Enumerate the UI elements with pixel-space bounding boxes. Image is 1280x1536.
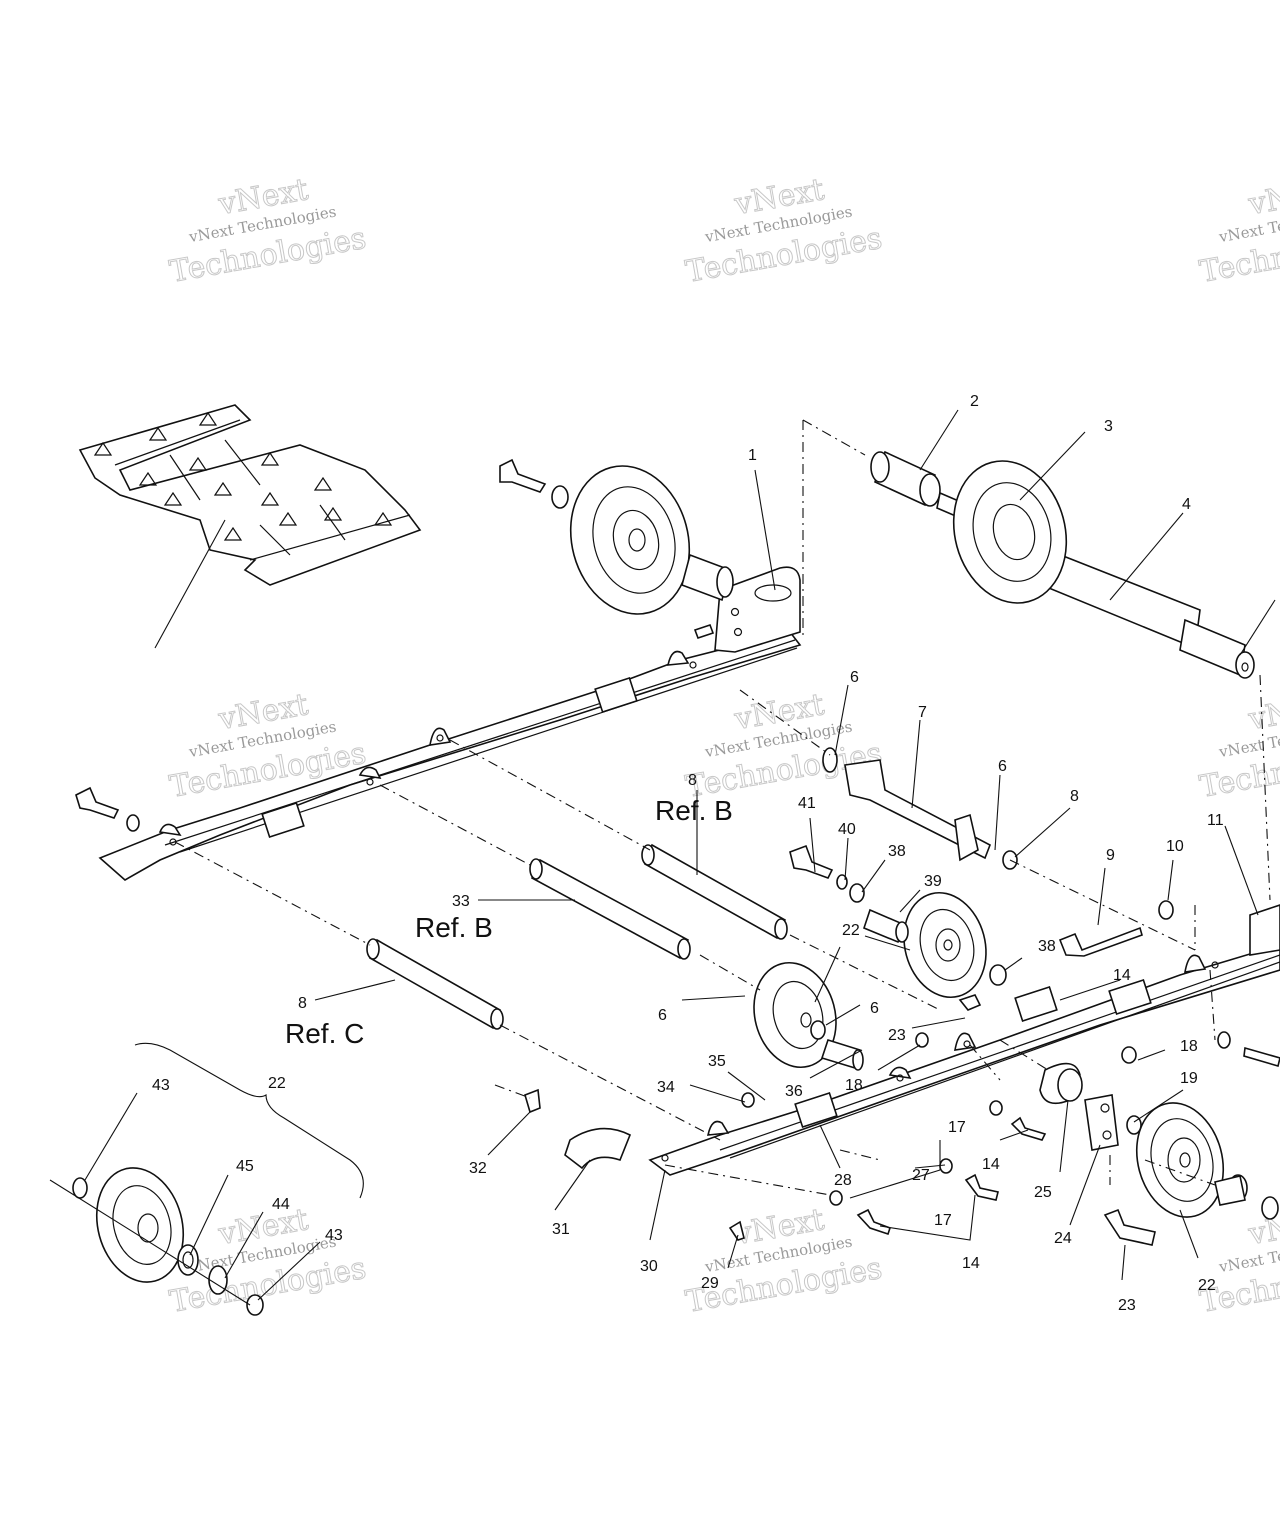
callout-label: 44 xyxy=(272,1196,290,1213)
right-rail xyxy=(648,904,1280,1176)
callout-label: 23 xyxy=(1118,1297,1136,1314)
callout-label: 36 xyxy=(785,1083,803,1100)
idler-wheel-22-right xyxy=(1135,1102,1225,1218)
callout-label: 6 xyxy=(998,758,1007,775)
callout-label: 17 xyxy=(934,1212,952,1229)
watermark-bottom-center: vNext vNext Technologies Technologies xyxy=(683,1202,886,1321)
callout-label: 27 xyxy=(912,1167,930,1184)
callout-label: 43 xyxy=(152,1077,170,1094)
callout-label: 28 xyxy=(834,1172,852,1189)
callout-label: 34 xyxy=(657,1079,675,1096)
callouts: 1 2 3 4 6 7 8 6 8 41 40 38 39 9 10 11 22… xyxy=(152,393,1224,1314)
callout-label: 6 xyxy=(658,1007,667,1024)
ref-label: Ref. B xyxy=(655,795,733,826)
callout-label: 17 xyxy=(948,1119,966,1136)
callout-label: 38 xyxy=(1038,938,1056,955)
watermark-line2: vNext xyxy=(1245,172,1280,222)
left-rail xyxy=(98,566,802,881)
callout-label: 41 xyxy=(798,795,816,812)
callout-label: 30 xyxy=(640,1258,658,1275)
callout-label: 8 xyxy=(688,772,697,789)
callout-label: 6 xyxy=(850,669,859,686)
rear-wheel-3 xyxy=(952,460,1068,604)
watermark-top-left: vNext vNext Technologies Technologies xyxy=(167,172,370,291)
callout-label: 4 xyxy=(1182,496,1191,513)
callout-label: 18 xyxy=(1180,1038,1198,1055)
ref-label: Ref. C xyxy=(285,1018,364,1049)
callout-label: 7 xyxy=(918,704,927,721)
upper-left-wheel xyxy=(569,465,691,615)
callout-label: 1 xyxy=(748,447,757,464)
ref-label: Ref. B xyxy=(415,912,493,943)
callout-label: 31 xyxy=(552,1221,570,1238)
watermark-top-center: vNext vNext Technologies Technologies xyxy=(683,172,886,291)
callout-label: 14 xyxy=(1113,967,1131,984)
idler-wheel-22-upper xyxy=(903,891,987,999)
callout-label: 3 xyxy=(1104,418,1113,435)
shaft-7 xyxy=(844,759,992,862)
callout-label: 39 xyxy=(924,873,942,890)
callout-label: 18 xyxy=(845,1077,863,1094)
callout-label: 24 xyxy=(1054,1230,1072,1247)
spacer-upper-left xyxy=(681,553,734,602)
hardware xyxy=(75,458,1280,1246)
assembly-lines xyxy=(174,419,1271,1196)
callout-label: 19 xyxy=(1180,1070,1198,1087)
callout-label: 10 xyxy=(1166,838,1184,855)
spacer-2 xyxy=(870,450,969,522)
callout-label: 6 xyxy=(870,1000,879,1017)
callout-label: 22 xyxy=(842,922,860,939)
callout-label: 22 xyxy=(268,1075,286,1092)
track-section xyxy=(78,404,422,586)
callout-label: 14 xyxy=(962,1255,980,1272)
wheel-assembly-detail xyxy=(49,1042,364,1316)
callout-label: 29 xyxy=(701,1275,719,1292)
callout-label: 23 xyxy=(888,1027,906,1044)
callout-label: 35 xyxy=(708,1053,726,1070)
callout-label: 32 xyxy=(469,1160,487,1177)
callout-label: 33 xyxy=(452,893,470,910)
watermark-line2: vNext xyxy=(1245,687,1280,737)
idler-wheel-22-lower xyxy=(753,961,837,1069)
callout-label: 40 xyxy=(838,821,856,838)
callout-label: 14 xyxy=(982,1156,1000,1173)
callout-label: 9 xyxy=(1106,847,1115,864)
leader-lines xyxy=(84,409,1276,1301)
callout-label: 2 xyxy=(970,393,979,410)
idler-shafts-8 xyxy=(366,843,788,1030)
watermark-top-right: vNext vNext Technologies Technologies xyxy=(1197,172,1280,291)
callout-label: 11 xyxy=(1207,812,1224,829)
callout-label: 38 xyxy=(888,843,906,860)
callout-label: 22 xyxy=(1198,1277,1216,1294)
callout-label: 8 xyxy=(298,995,307,1012)
callout-label: 43 xyxy=(325,1227,343,1244)
callout-label: 25 xyxy=(1034,1184,1052,1201)
callout-label: 8 xyxy=(1070,788,1079,805)
watermark-mid-right: vNext vNext Technologies Technologies xyxy=(1197,687,1280,806)
callout-label: 45 xyxy=(236,1158,254,1175)
